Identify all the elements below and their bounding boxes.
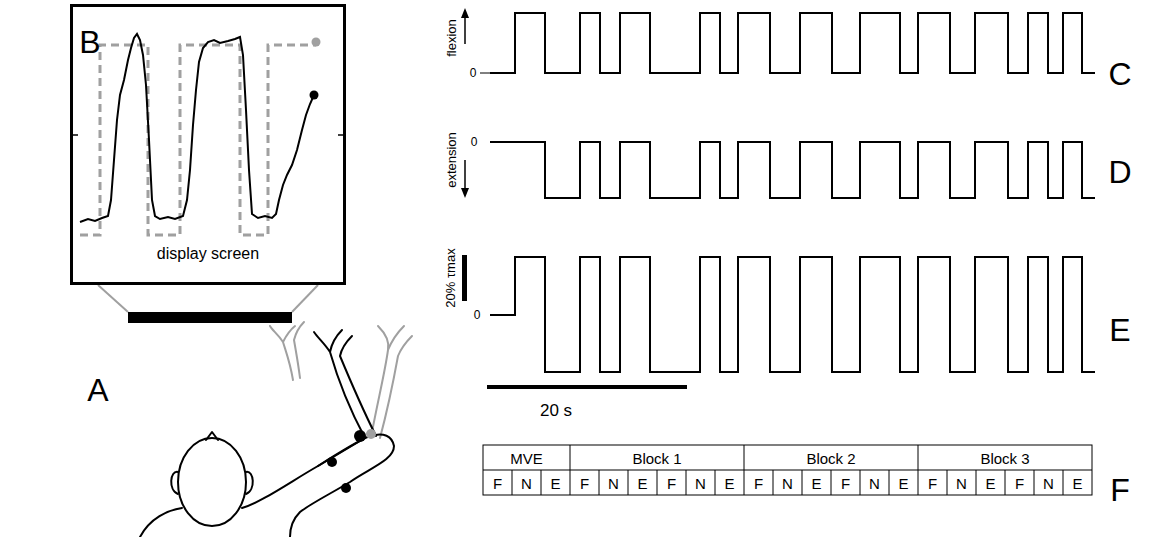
table-cell: F <box>754 476 763 491</box>
table-cell: E <box>637 476 647 491</box>
panel-letter: D <box>1108 156 1131 188</box>
table-cell: N <box>521 476 532 491</box>
axis-zero: 0 <box>470 67 477 79</box>
table-cell: N <box>869 476 880 491</box>
panel-letter: B <box>79 26 100 58</box>
table-cell: N <box>608 476 619 491</box>
table-cell: E <box>898 476 908 491</box>
electrode <box>366 429 376 439</box>
axis-arrow <box>464 160 466 190</box>
table-cell: F <box>928 476 937 491</box>
zero-tick <box>480 73 490 74</box>
time-scale-bar <box>487 385 687 389</box>
electrode <box>341 483 351 493</box>
axis-zero: 0 <box>474 309 481 321</box>
electrode <box>327 457 337 467</box>
flexion-trace <box>490 13 1095 73</box>
table-cell: N <box>782 476 793 491</box>
torque-target-trace <box>490 257 1095 372</box>
panel-letter: E <box>1109 314 1130 346</box>
axis-label: extension <box>445 132 458 188</box>
table-cell: F <box>1015 476 1024 491</box>
screen-label: display screen <box>157 246 259 262</box>
torque-trace <box>80 34 314 222</box>
table-cell: Block 2 <box>806 451 855 466</box>
arrow-head <box>461 188 469 198</box>
monitor <box>128 312 292 323</box>
table-cell: E <box>550 476 560 491</box>
arrow-head <box>461 8 469 18</box>
scale-label: 20 s <box>540 402 572 419</box>
subject-figure <box>140 322 412 537</box>
table-cell: E <box>1072 476 1082 491</box>
projection-line <box>98 285 128 312</box>
table-grid <box>512 470 1063 495</box>
extension-trace <box>490 142 1095 198</box>
table-cell: N <box>695 476 706 491</box>
torque-dot <box>310 91 319 100</box>
table-cell: F <box>580 476 589 491</box>
axis-zero: 0 <box>471 136 478 148</box>
table-cell: F <box>493 476 502 491</box>
table-cell: E <box>985 476 995 491</box>
scale-bar <box>462 255 467 301</box>
panel-letter: C <box>1108 58 1131 90</box>
protocol-table <box>483 445 1092 495</box>
axis-label: flexion <box>445 19 458 57</box>
table-cell: Block 1 <box>632 451 681 466</box>
table-cell: E <box>724 476 734 491</box>
table-cell: MVE <box>510 451 543 466</box>
table-cell: N <box>1043 476 1054 491</box>
table-cell: E <box>811 476 821 491</box>
panel-letter: F <box>1110 474 1130 506</box>
projection-line <box>292 285 318 312</box>
target-dot <box>312 38 321 47</box>
electrode <box>354 430 366 442</box>
display-screen: display screen <box>70 4 346 285</box>
table-cell: F <box>667 476 676 491</box>
table-cell: N <box>956 476 967 491</box>
panel-letter: A <box>87 374 108 406</box>
scale-label: 20% τmax <box>444 248 457 307</box>
axis-arrow <box>464 16 466 44</box>
table-cell: F <box>841 476 850 491</box>
table-cell: Block 3 <box>980 451 1029 466</box>
